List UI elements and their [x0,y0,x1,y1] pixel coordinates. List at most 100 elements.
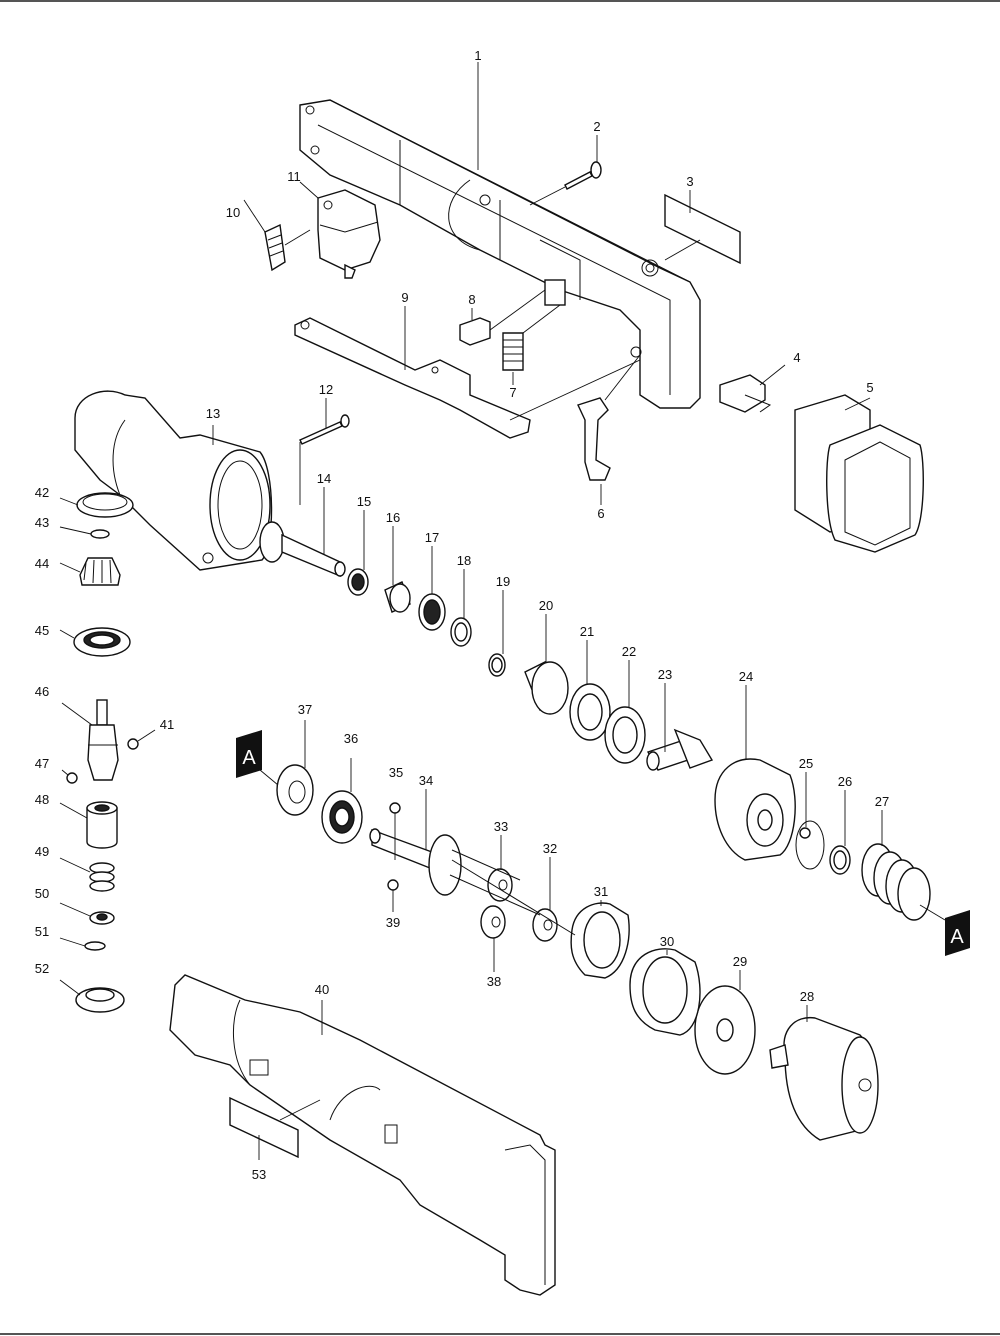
callout-31: 31 [594,884,608,899]
part-50-washer [89,911,115,925]
part-5-battery [794,394,924,553]
part-30-ring-gear [629,948,701,1036]
callout-35: 35 [389,765,403,780]
part-1-housing [299,99,701,409]
callout-39: 39 [386,915,400,930]
callout-7: 7 [509,385,516,400]
callout-18: 18 [457,553,471,568]
part-21-washer [569,683,611,741]
part-3-label [664,193,741,265]
part-41-ball [127,738,139,750]
part-4-terminal [719,374,772,413]
callout-2: 2 [593,119,600,134]
callout-19: 19 [496,574,510,589]
callout-40: 40 [315,982,329,997]
callout-20: 20 [539,598,553,613]
top-border-line [0,0,1000,2]
callout-42: 42 [35,485,49,500]
part-16-sleeve [384,581,411,613]
callout-17: 17 [425,530,439,545]
callout-36: 36 [344,731,358,746]
part-11-switch [317,189,381,279]
part-8-block [459,317,491,346]
callout-24: 24 [739,669,753,684]
callout-48: 48 [35,792,49,807]
callout-49: 49 [35,844,49,859]
callout-5: 5 [866,380,873,395]
callout-41: 41 [160,717,174,732]
part-47-ball [66,772,78,784]
part-15-bearing [347,568,369,596]
part-26-ring [829,845,851,875]
callout-10: 10 [226,205,240,220]
callout-50: 50 [35,886,49,901]
part-33-planet-gear [487,868,513,902]
part-29-washer [694,985,756,1075]
callout-28: 28 [800,989,814,1004]
part-9-switch-lever [294,317,531,439]
part-20-sleeve [524,661,569,715]
callout-27: 27 [875,794,889,809]
bottom-border-line [0,1333,1000,1335]
part-37-bearing [276,764,314,816]
part-42-ring [76,492,134,518]
callout-3: 3 [686,174,693,189]
part-23-shaft [646,728,714,771]
callout-37: 37 [298,702,312,717]
part-48-sleeve [86,801,118,849]
connection-marker-a-right: A [945,910,970,956]
part-27-spring [861,843,931,921]
part-13-gear-housing [74,390,273,571]
part-46-spindle [87,699,119,781]
svg-text:A: A [242,747,256,769]
part-6-lever [577,397,611,481]
callout-16: 16 [386,510,400,525]
callout-1: 1 [474,48,481,63]
connection-marker-a-left: A [236,730,262,778]
callout-38: 38 [487,974,501,989]
callout-21: 21 [580,624,594,639]
part-35-ball [389,802,401,814]
callout-33: 33 [494,819,508,834]
callout-6: 6 [597,506,604,521]
part-45-bearing [73,627,131,657]
callout-43: 43 [35,515,49,530]
callout-32: 32 [543,841,557,856]
callout-52: 52 [35,961,49,976]
callout-9: 9 [401,290,408,305]
callout-14: 14 [317,471,331,486]
part-36-bearing [321,790,363,844]
callout-44: 44 [35,556,49,571]
callout-8: 8 [468,292,475,307]
part-52-ring [75,987,125,1013]
callout-25: 25 [799,756,813,771]
callout-26: 26 [838,774,852,789]
callout-23: 23 [658,667,672,682]
part-18-retaining-ring [450,617,472,647]
callout-53: 53 [252,1167,266,1182]
callout-47: 47 [35,756,49,771]
callout-15: 15 [357,494,371,509]
callout-45: 45 [35,623,49,638]
part-53-label [229,1096,299,1159]
part-24-clutch-housing [714,758,796,861]
part-49-spring [89,862,115,892]
callout-46: 46 [35,684,49,699]
part-51-o-ring [84,941,106,951]
part-39-ball [387,879,399,891]
part-12-screw [299,414,350,445]
part-19-retaining-ring [488,653,506,677]
part-28-motor [769,1016,879,1141]
part-2-screw [564,161,602,190]
part-14-spindle-gear [259,521,346,578]
callout-11: 11 [287,169,301,184]
callout-30: 30 [660,934,674,949]
part-32-planet-gear [532,908,558,942]
svg-text:A: A [950,926,964,948]
part-44-bevel-gear [79,557,121,586]
part-25-ball [795,820,825,870]
part-10-button [264,223,286,272]
part-22-washer [604,706,646,764]
callout-29: 29 [733,954,747,969]
